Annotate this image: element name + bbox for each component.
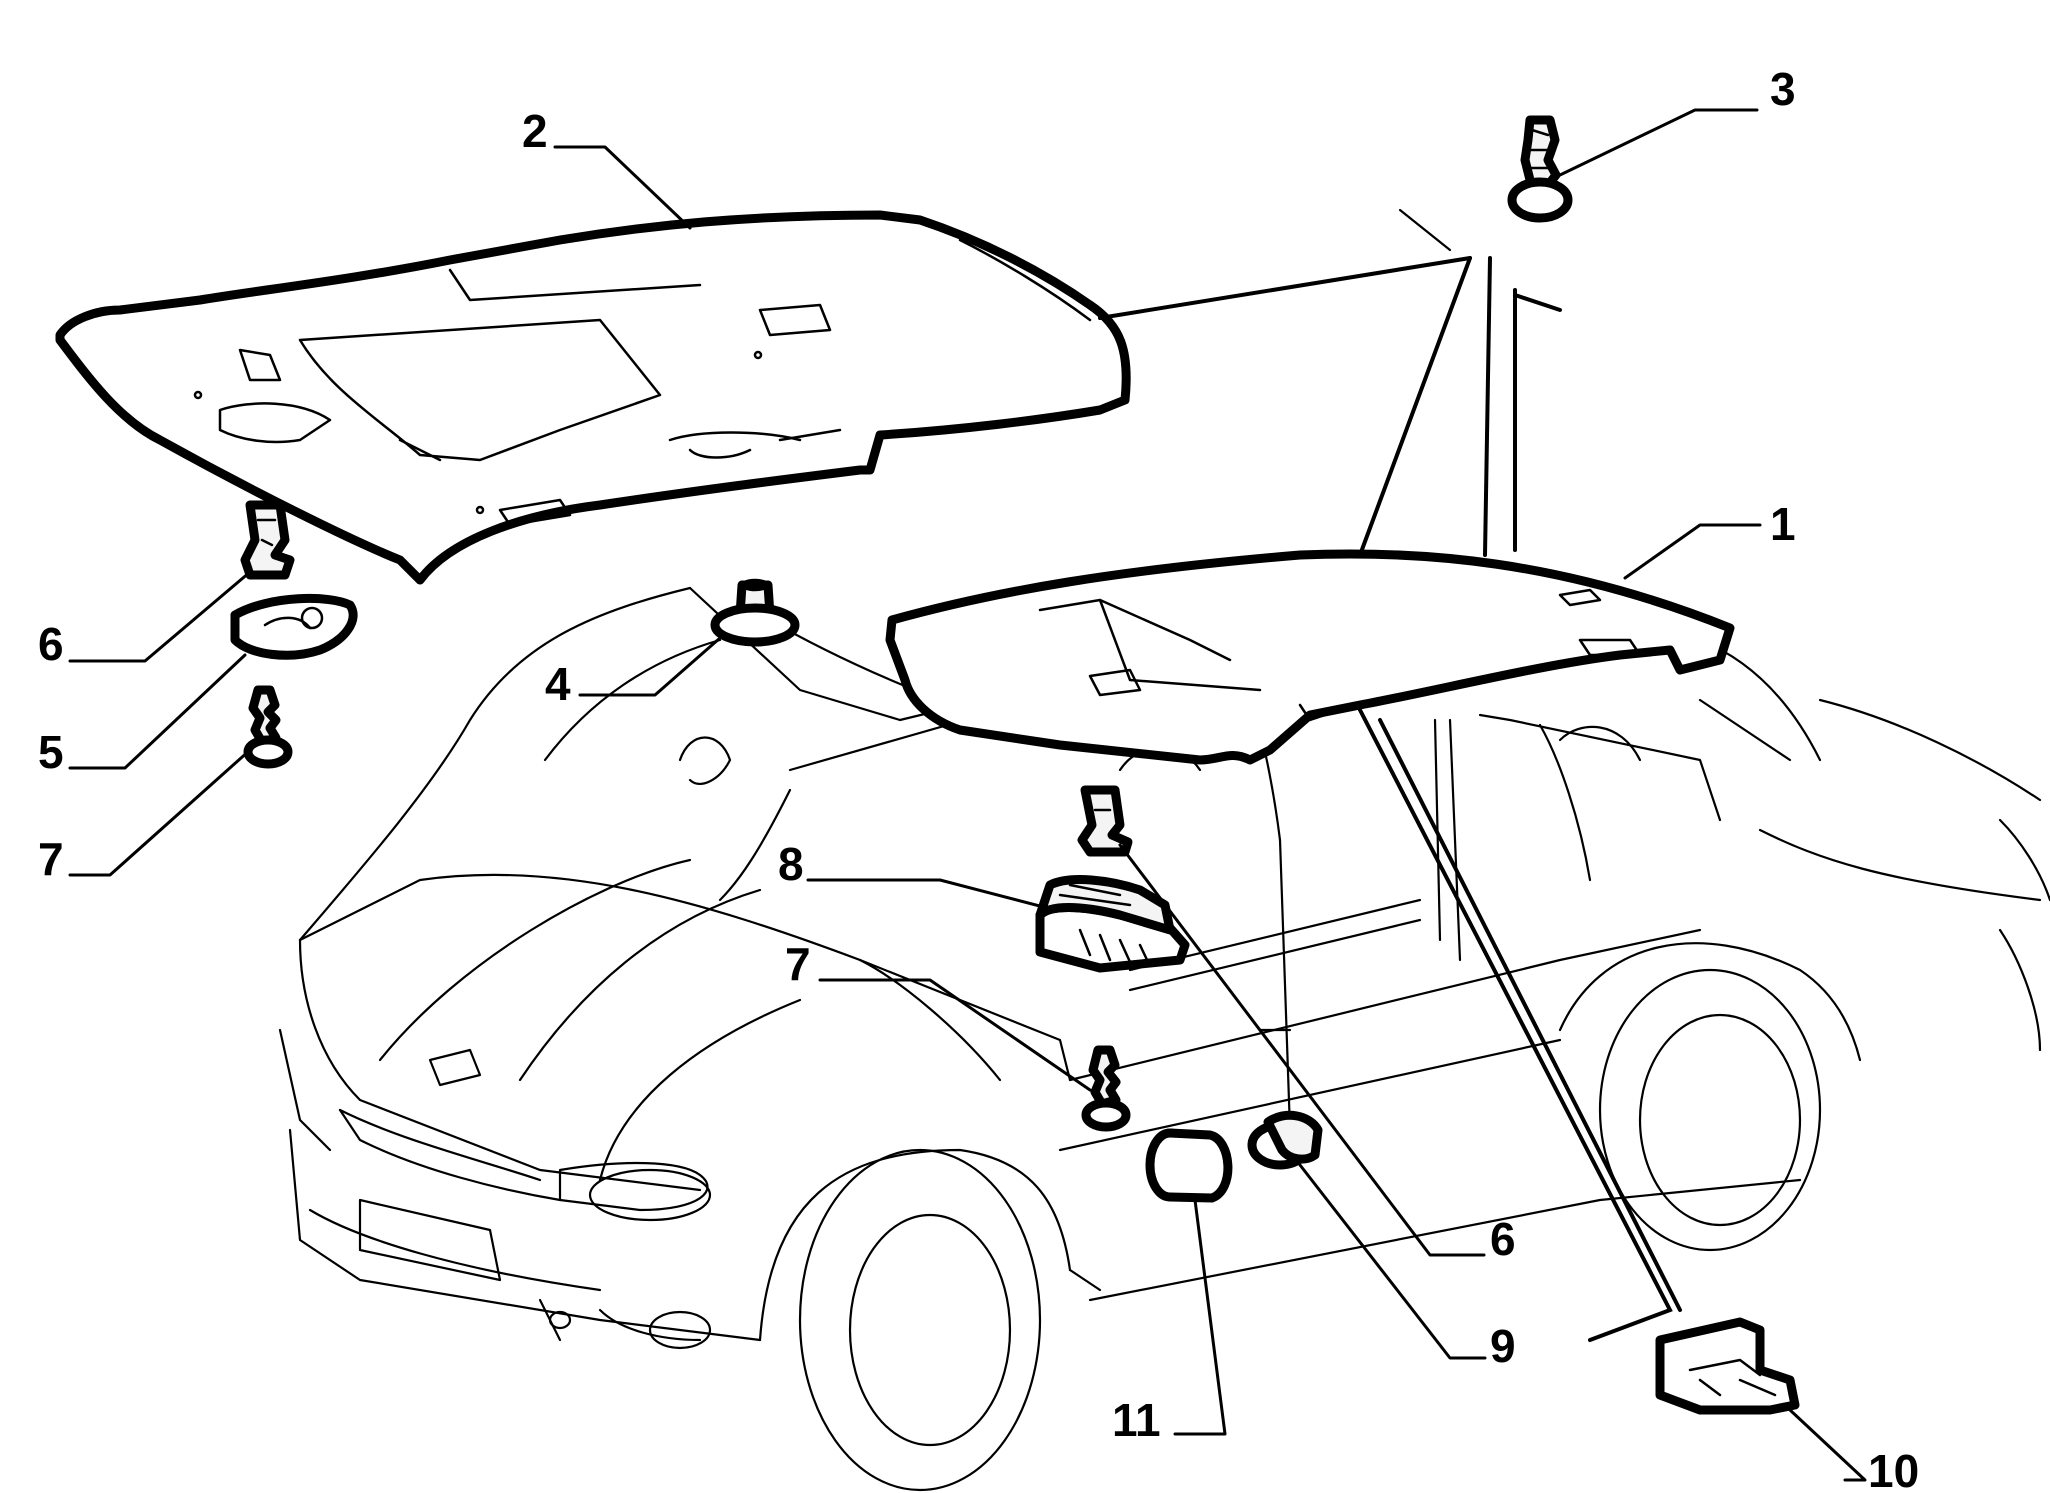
callout-6-lower: 6 [1490, 1213, 1516, 1265]
part-5-plate[interactable] [230, 593, 358, 660]
callout-3: 3 [1770, 63, 1796, 115]
part-11-grommet[interactable] [1145, 1128, 1233, 1203]
part-6-clip-upper[interactable] [240, 500, 295, 580]
part-10-bracket[interactable] [1655, 1317, 1800, 1415]
part-8-light-housing[interactable] [1035, 875, 1190, 973]
part-4-stud[interactable] [710, 578, 800, 647]
callout-9: 9 [1490, 1320, 1516, 1372]
leader-lines [68, 108, 1867, 1482]
callout-7-lower: 7 [785, 938, 811, 990]
callout-labels: 1 2 3 4 5 6 6 7 7 8 9 10 11 [38, 63, 1919, 1493]
part-7-screw-lower[interactable] [1081, 1045, 1131, 1132]
part-6-clip-lower[interactable] [1077, 785, 1133, 857]
part-7-screw-upper[interactable] [243, 685, 293, 769]
guide-lines [1098, 208, 1682, 1342]
callout-4: 4 [545, 658, 571, 710]
callout-8: 8 [778, 838, 804, 890]
part-1-headliner[interactable] [885, 549, 1735, 765]
car-outline [278, 578, 2050, 1492]
callout-11: 11 [1112, 1394, 1161, 1446]
callout-5: 5 [38, 726, 64, 778]
callout-1: 1 [1770, 498, 1796, 550]
callout-10: 10 [1868, 1445, 1919, 1493]
part-2-headliner-panel[interactable] [55, 210, 1131, 585]
callout-6-upper: 6 [38, 618, 64, 670]
part-3-push-clip[interactable] [1507, 115, 1573, 223]
part-9-switch[interactable] [1247, 1110, 1323, 1170]
callout-7-upper: 7 [38, 833, 64, 885]
callout-2: 2 [522, 105, 548, 157]
